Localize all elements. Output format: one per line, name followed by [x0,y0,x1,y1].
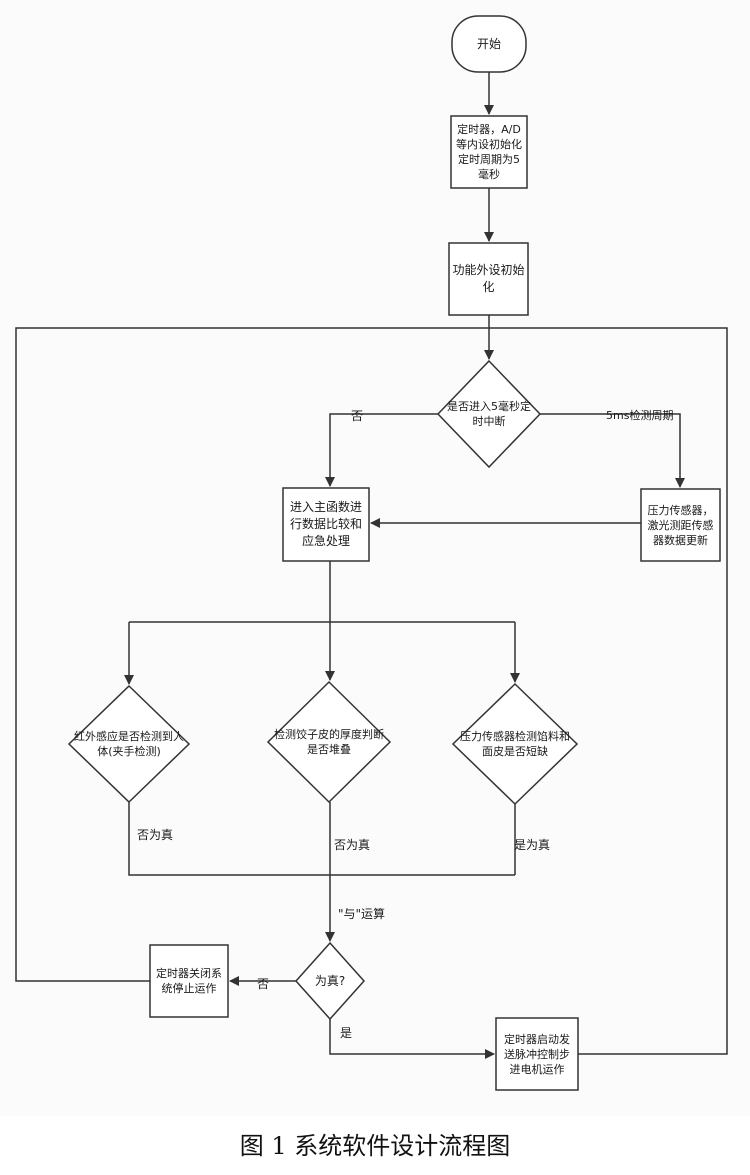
edge-label-pressure-true: 是为真 [514,838,551,852]
timer-on-label: 定时器启动发送脉冲控制步进电机运作 [504,1032,570,1076]
sensor-update-label: 压力传感器，激光测距传感器数据更新 [647,503,714,547]
edge-label-yes: 是 [340,1026,353,1040]
edge-check-5ms [540,413,685,488]
timer-off-box [149,944,229,1018]
edge-label-no2: 否 [257,977,270,991]
init-func-box [448,242,529,316]
check-5ms-label: 是否进入5毫秒定时中断 [447,400,531,428]
pressure-check-label: 压力传感器检测馅料和面皮是否短缺 [460,730,570,758]
is-true-label: 为真? [314,973,346,988]
edge-label-and: "与"运算 [338,907,386,921]
thickness-check-diamond [266,680,392,804]
timer-off-label: 定时器关闭系统停止运作 [156,967,222,995]
init-func-label: 功能外设初始化 [452,263,525,294]
edge-label-5ms: 5ms检测周期 [606,409,674,422]
main-func-box [282,487,370,562]
edge-main-split [129,561,515,623]
edge-loop-left [15,327,489,982]
edge-loop-right [489,327,728,1055]
edge-label-thickness-false: 否为真 [334,838,371,852]
edge-true-yes [329,1019,495,1059]
flowchart-canvas: 开始 定时器，A/D等内设初始化定时周期为5毫秒 功能外设初始化 是否进入5毫秒… [15,15,728,1091]
timer-on-box [495,1017,579,1091]
flowchart-connectors [15,15,728,1091]
edge-check-no [325,413,438,487]
figure-caption: 图 1 系统软件设计流程图 [239,1132,511,1160]
ir-check-label: 红外感应是否检测到人体(夹手检测) [74,730,184,758]
sensor-update-box [640,488,721,562]
start-label: 开始 [476,36,501,51]
init-timer-label: 定时器，A/D等内设初始化定时周期为5毫秒 [456,123,522,181]
init-timer-box [450,115,528,189]
edge-label-no: 否 [351,409,364,423]
thickness-check-label: 检测饺子皮的厚度判断是否堆叠 [274,728,384,756]
main-func-label: 进入主函数进行数据比较和应急处理 [289,500,362,548]
edge-ir-merge [128,802,515,876]
check-5ms-diamond [436,359,542,469]
edge-label-ir-false: 否为真 [137,828,174,842]
